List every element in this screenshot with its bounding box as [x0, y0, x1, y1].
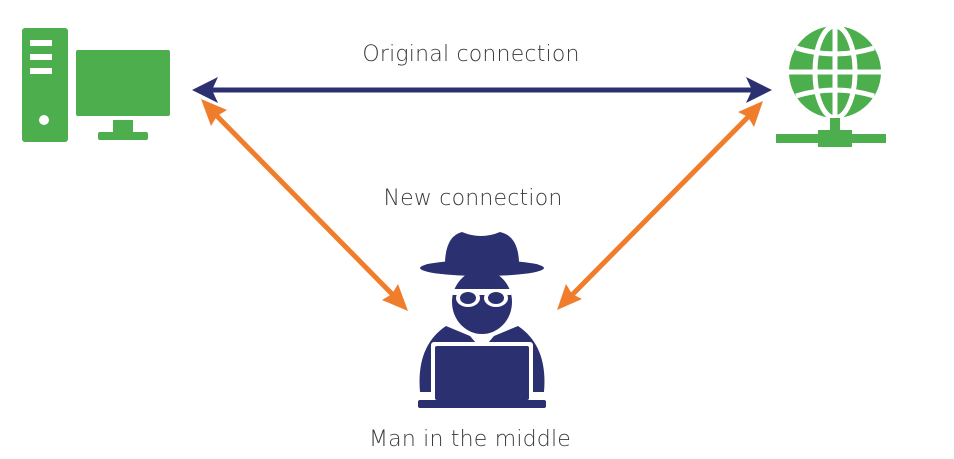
- man-in-the-middle-label: Man in the middle: [369, 427, 571, 452]
- hacker-with-laptop-icon: [418, 232, 546, 408]
- original-connection-label: Original connection: [362, 42, 579, 67]
- new-connection-arrow-right: [557, 101, 763, 310]
- desktop-computer-icon: [22, 28, 174, 142]
- new-connection-label: New connection: [384, 186, 563, 211]
- original-connection-arrow: [192, 77, 772, 103]
- new-connection-arrow-left: [201, 99, 408, 311]
- globe-network-icon: [776, 23, 886, 147]
